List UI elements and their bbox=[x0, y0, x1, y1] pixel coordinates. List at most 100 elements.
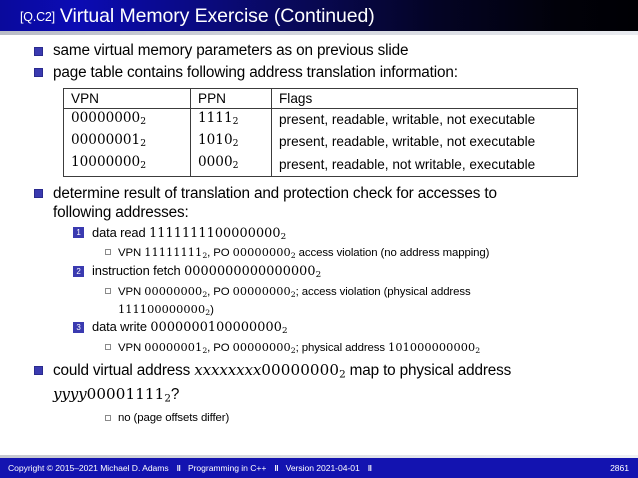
detail-po-base-2: 2 bbox=[290, 289, 296, 299]
bullet-4-var2: yyyy bbox=[53, 384, 87, 403]
square-bullet-icon bbox=[34, 366, 43, 376]
bullet-text-4-pre: could virtual address bbox=[53, 361, 195, 379]
bullet-text-4-post: map to physical address bbox=[345, 361, 512, 379]
bullet-4-answer: no (page offsets differ) bbox=[0, 411, 638, 426]
square-bullet-icon bbox=[34, 189, 43, 199]
access-address-3: 0000000100000000 bbox=[150, 320, 282, 336]
detail-vpn-label-3: VPN bbox=[118, 342, 145, 355]
cell-flags: present, readable, not writable, executa… bbox=[271, 153, 578, 177]
cell-vpn: 000000002 bbox=[63, 108, 191, 132]
access-label-1: data read bbox=[92, 224, 150, 240]
cell-ppn: 10102 bbox=[190, 131, 272, 154]
cell-ppn: 11112 bbox=[190, 108, 272, 132]
bullet-text-1: same virtual memory parameters as on pre… bbox=[53, 42, 409, 59]
footer-divider bbox=[0, 455, 638, 458]
cell-vpn-base: 2 bbox=[140, 138, 147, 150]
detail-cont-base-2: 2 bbox=[205, 307, 211, 317]
detail-mid-3: , PO bbox=[207, 342, 233, 355]
slide-content: same virtual memory parameters as on pre… bbox=[0, 41, 638, 426]
list-number-badge: 2 bbox=[73, 265, 84, 277]
detail-vpn-base-3: 2 bbox=[202, 345, 208, 355]
page-table-body: 000000002 11112 present, readable, writa… bbox=[63, 108, 578, 177]
hollow-square-bullet-icon bbox=[105, 344, 111, 351]
square-bullet-icon bbox=[34, 68, 43, 77]
cell-ppn-base: 2 bbox=[232, 138, 239, 150]
table-row: 000000012 10102 present, readable, writa… bbox=[63, 131, 578, 154]
bullet-4-question-mark: ? bbox=[170, 385, 180, 403]
detail-po-2: 00000000 bbox=[232, 284, 291, 298]
access-address-base-2: 2 bbox=[315, 270, 322, 281]
detail-result-base-3: 2 bbox=[475, 345, 481, 355]
footer-separator-icon: ‖ bbox=[274, 463, 278, 473]
slide-title-bar bbox=[0, 0, 638, 31]
hollow-square-bullet-icon bbox=[105, 414, 111, 421]
detail-mid-1: , PO bbox=[207, 247, 233, 260]
bullet-4-base1: 2 bbox=[339, 368, 346, 381]
square-bullet-icon bbox=[34, 46, 43, 56]
hollow-square-bullet-icon bbox=[105, 287, 111, 294]
bullet-4-base2: 2 bbox=[164, 392, 171, 405]
footer-right-group: 2861 bbox=[610, 458, 629, 478]
access-item-3: 3 data write 00000001000000002 bbox=[0, 319, 638, 340]
detail-vpn-1: 11111111 bbox=[144, 246, 203, 260]
cell-vpn-value: 10000000 bbox=[71, 154, 141, 171]
detail-vpn-base-1: 2 bbox=[202, 251, 208, 261]
bullet-text-3-line2: following addresses: bbox=[53, 204, 189, 222]
access-label-2: instruction fetch bbox=[92, 263, 185, 279]
page-table-wrapper: VPN PPN Flags 000000002 11112 present, r… bbox=[0, 88, 638, 177]
detail-po-3: 00000000 bbox=[232, 341, 291, 355]
detail-tail-1: access violation (no address mapping) bbox=[295, 247, 490, 260]
detail-tail-3: ; physical address bbox=[295, 342, 389, 355]
cell-ppn: 00002 bbox=[190, 153, 272, 177]
footer-left-group: Copyright © 2015–2021 Michael D. Adams ‖… bbox=[8, 458, 379, 478]
access-detail-1: VPN 111111112, PO 000000002 access viola… bbox=[0, 245, 638, 263]
detail-result-3: 101000000000 bbox=[388, 341, 476, 355]
title-underline bbox=[0, 31, 638, 35]
access-detail-3: VPN 000000012, PO 000000002; physical ad… bbox=[0, 340, 638, 358]
cell-vpn-value: 00000000 bbox=[71, 110, 141, 126]
cell-vpn-base: 2 bbox=[140, 116, 147, 128]
detail-cont-tail-2: ) bbox=[210, 303, 214, 316]
cell-ppn-base: 2 bbox=[232, 160, 239, 172]
question-tag: [Q.C2] bbox=[20, 9, 55, 24]
cell-flags: present, readable, writable, not executa… bbox=[271, 108, 578, 132]
cell-vpn-value: 00000001 bbox=[71, 132, 141, 149]
bullet-4-num2: 00001111 bbox=[86, 384, 165, 403]
column-header-flags: Flags bbox=[271, 88, 578, 109]
access-detail-2: VPN 000000002, PO 000000002; access viol… bbox=[0, 284, 638, 302]
access-detail-2-cont: 1111000000002) bbox=[0, 302, 638, 320]
footer-copyright: Copyright © 2015–2021 Michael D. Adams bbox=[8, 463, 169, 473]
detail-po-1: 00000000 bbox=[232, 246, 291, 260]
list-number-badge: 1 bbox=[73, 227, 84, 239]
detail-mid-2: , PO bbox=[207, 285, 233, 298]
footer-version: Version 2021-04-01 bbox=[285, 463, 360, 473]
cell-ppn-value: 0000 bbox=[198, 154, 233, 171]
hollow-square-bullet-icon bbox=[105, 249, 111, 256]
column-header-ppn: PPN bbox=[190, 88, 272, 109]
cell-vpn-base: 2 bbox=[140, 160, 147, 172]
detail-po-base-3: 2 bbox=[290, 345, 296, 355]
slide-title: [Q.C2] Virtual Memory Exercise (Continue… bbox=[20, 2, 375, 31]
table-header-row: VPN PPN Flags bbox=[63, 88, 578, 109]
bullet-text-3-line1: determine result of translation and prot… bbox=[53, 184, 497, 202]
bullet-item-3: determine result of translation and prot… bbox=[0, 184, 638, 223]
page-table: VPN PPN Flags 000000002 11112 present, r… bbox=[63, 88, 578, 177]
bullet-4-num1: 00000000 bbox=[261, 360, 340, 379]
cell-vpn: 100000002 bbox=[63, 153, 191, 177]
access-address-base-3: 2 bbox=[281, 326, 288, 337]
detail-vpn-3: 00000001 bbox=[144, 341, 203, 355]
bullet-item-2: page table contains following address tr… bbox=[0, 63, 638, 83]
cell-vpn: 000000012 bbox=[63, 131, 191, 154]
cell-flags: present, readable, writable, not executa… bbox=[271, 131, 578, 154]
cell-ppn-value: 1111 bbox=[198, 110, 233, 126]
bullet-item-1: same virtual memory parameters as on pre… bbox=[0, 41, 638, 61]
detail-vpn-2: 00000000 bbox=[144, 284, 203, 298]
access-address-1: 1111111100000000 bbox=[149, 225, 281, 241]
detail-vpn-base-2: 2 bbox=[202, 289, 208, 299]
footer-separator-icon: ‖ bbox=[176, 463, 181, 473]
page-title: Virtual Memory Exercise (Continued) bbox=[59, 5, 375, 27]
access-address-base-1: 2 bbox=[280, 231, 287, 242]
detail-vpn-label-2: VPN bbox=[118, 285, 145, 298]
access-address-2: 0000000000000000 bbox=[184, 264, 316, 280]
